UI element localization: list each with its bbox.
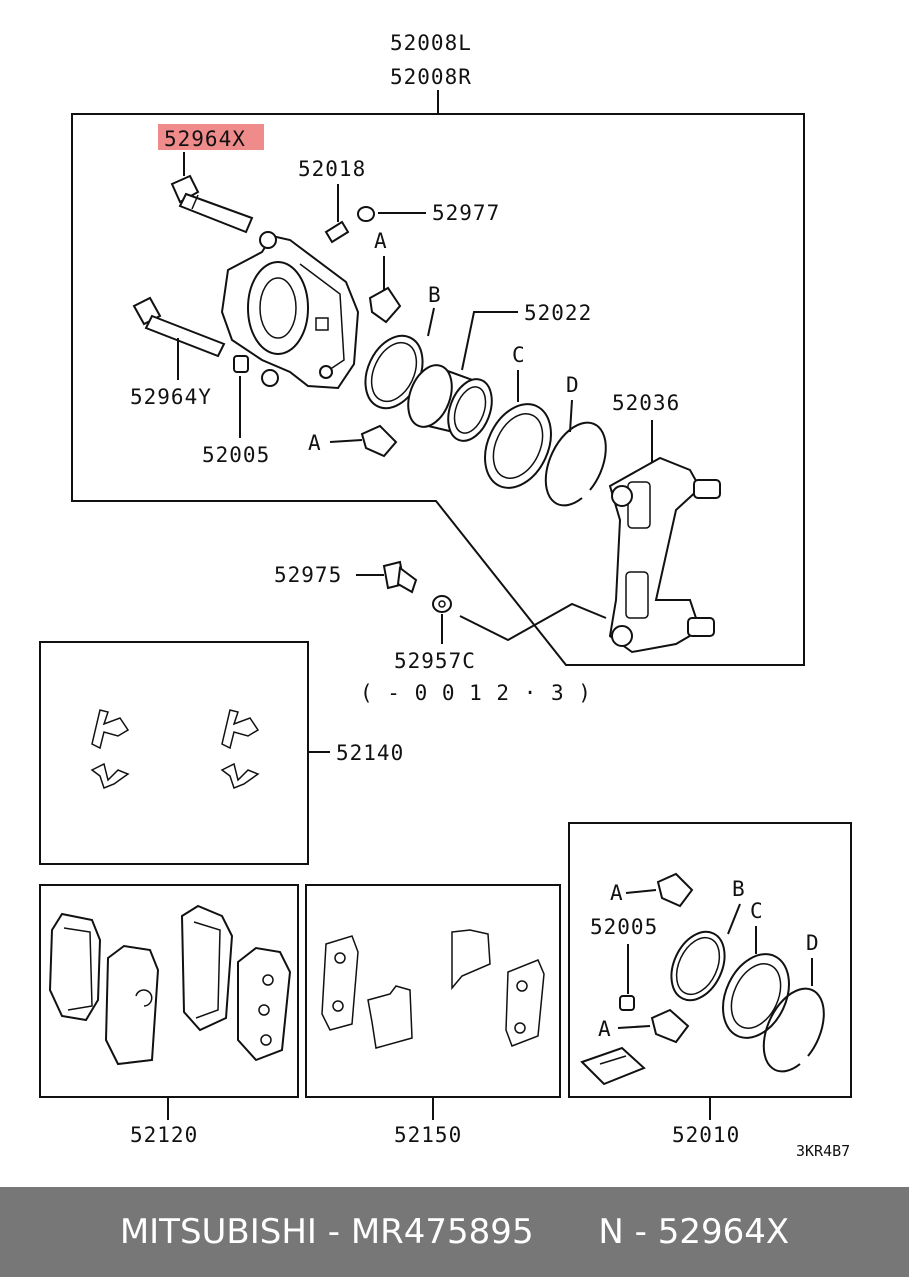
shims bbox=[321, 929, 545, 1049]
pad-clips bbox=[90, 709, 260, 789]
callout-b2[interactable]: B bbox=[732, 877, 746, 901]
washer bbox=[432, 595, 452, 613]
label-52010[interactable]: 52010 bbox=[672, 1123, 740, 1147]
guide-pin-x bbox=[170, 174, 254, 234]
label-52957c[interactable]: 52957C bbox=[394, 649, 476, 673]
grease-packet bbox=[580, 1046, 646, 1086]
label-52005-kit[interactable]: 52005 bbox=[590, 915, 658, 939]
label-52005[interactable]: 52005 bbox=[202, 443, 270, 467]
label-52977[interactable]: 52977 bbox=[432, 201, 500, 225]
label-52022[interactable]: 52022 bbox=[524, 301, 592, 325]
callout-b1[interactable]: B bbox=[428, 283, 442, 307]
label-52018[interactable]: 52018 bbox=[298, 157, 366, 181]
seal-kit-boot-lower bbox=[650, 1008, 690, 1044]
washer-note: ( - 0 0 1 2 · 3 ) bbox=[360, 681, 592, 705]
footer-part-number: MITSUBISHI - MR475895 N - 52964X bbox=[119, 1212, 790, 1252]
parts-diagram: 52008L 52008R 52964X 52018 52977 A bbox=[39, 31, 852, 1160]
caliper-support bbox=[608, 456, 721, 654]
piston-seal bbox=[364, 334, 424, 410]
clip-kit-frame bbox=[39, 641, 309, 865]
callout-a4[interactable]: A bbox=[598, 1017, 612, 1041]
bushing bbox=[233, 355, 249, 373]
label-52008l[interactable]: 52008L bbox=[390, 31, 472, 55]
boot-a-lower bbox=[360, 424, 398, 458]
label-52975[interactable]: 52975 bbox=[274, 563, 342, 587]
callout-a2[interactable]: A bbox=[308, 431, 322, 455]
seal-kit-boot bbox=[722, 953, 790, 1039]
piston-boot bbox=[484, 403, 552, 489]
piston bbox=[407, 364, 493, 442]
seal-kit-piston-seal bbox=[670, 930, 726, 1002]
caliper-body bbox=[220, 231, 360, 390]
bleeder-cap bbox=[357, 206, 375, 222]
footer-bar: MITSUBISHI - MR475895 N - 52964X bbox=[0, 1187, 909, 1277]
label-52008r[interactable]: 52008R bbox=[390, 65, 472, 89]
callout-c1[interactable]: C bbox=[512, 343, 526, 367]
highlight-52964x bbox=[158, 124, 264, 150]
label-52150[interactable]: 52150 bbox=[394, 1123, 462, 1147]
snap-ring bbox=[544, 421, 607, 507]
label-52964x[interactable]: 52964X bbox=[164, 127, 246, 151]
callout-d2[interactable]: D bbox=[806, 931, 820, 955]
callout-a3[interactable]: A bbox=[610, 881, 624, 905]
callout-a1[interactable]: A bbox=[374, 229, 388, 253]
seal-kit-boot-upper bbox=[656, 872, 694, 908]
bleeder-screw bbox=[324, 220, 350, 244]
callout-c2[interactable]: C bbox=[750, 899, 764, 923]
ref-code: 3KR4B7 bbox=[796, 1142, 850, 1160]
mounting-bolt bbox=[382, 560, 418, 594]
assembly-frame bbox=[71, 113, 805, 666]
boot-a-upper bbox=[368, 286, 402, 324]
brake-pads bbox=[48, 904, 292, 1066]
label-52140[interactable]: 52140 bbox=[336, 741, 404, 765]
seal-kit-bushing bbox=[619, 995, 635, 1011]
callout-d1[interactable]: D bbox=[566, 373, 580, 397]
seal-kit-snap-ring bbox=[762, 987, 825, 1073]
guide-pin-y bbox=[132, 296, 226, 358]
label-52964y[interactable]: 52964Y bbox=[130, 385, 212, 409]
label-52120[interactable]: 52120 bbox=[130, 1123, 198, 1147]
label-52036[interactable]: 52036 bbox=[612, 391, 680, 415]
